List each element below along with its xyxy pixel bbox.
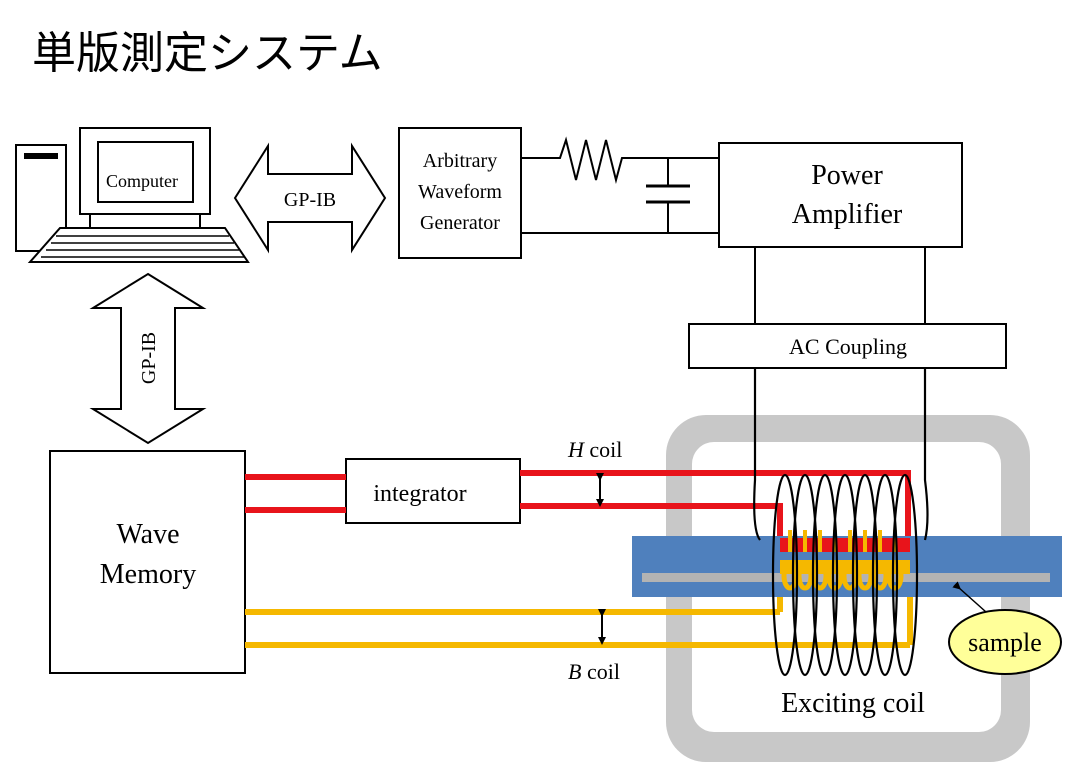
awg-label-line2: Waveform — [418, 181, 502, 203]
capacitor-symbol — [646, 158, 690, 233]
wave-memory-label-line2: Memory — [100, 559, 196, 590]
amp-label-line2: Amplifier — [792, 199, 903, 230]
gpib-horizontal-label: GP-IB — [284, 189, 336, 211]
awg-label-line1: Arbitrary — [423, 150, 497, 172]
sample-callout — [948, 609, 1062, 675]
b-coil-windings — [780, 560, 910, 591]
wave-memory-label-line1: Wave — [116, 519, 179, 550]
integrator-label: integrator — [373, 481, 466, 507]
arbitrary-waveform-generator-box — [398, 127, 522, 259]
amp-label-line1: Power — [811, 160, 883, 191]
h-coil-label: H coil — [567, 437, 622, 462]
b-coil-label: B coil — [568, 659, 620, 684]
ac-coupling-label: AC Coupling — [789, 334, 907, 359]
sample-label: sample — [968, 628, 1042, 657]
ac-coupling-box — [688, 323, 1007, 369]
awg-label-line3: Generator — [420, 212, 500, 234]
resistor-symbol — [521, 136, 719, 184]
computer-icon — [15, 127, 250, 263]
exciting-coil — [753, 368, 929, 677]
page-title: 単版測定システム — [32, 28, 383, 79]
power-amplifier-box — [718, 142, 963, 248]
exciting-coil-label: Exciting coil — [781, 688, 925, 719]
wave-memory-box — [49, 450, 246, 674]
gpib-vertical-label: GP-IB — [138, 332, 160, 384]
computer-label: Computer — [106, 171, 178, 191]
gpib-vertical-arrow — [89, 272, 207, 445]
integrator-box — [345, 458, 521, 524]
gpib-horizontal-arrow — [233, 142, 387, 254]
